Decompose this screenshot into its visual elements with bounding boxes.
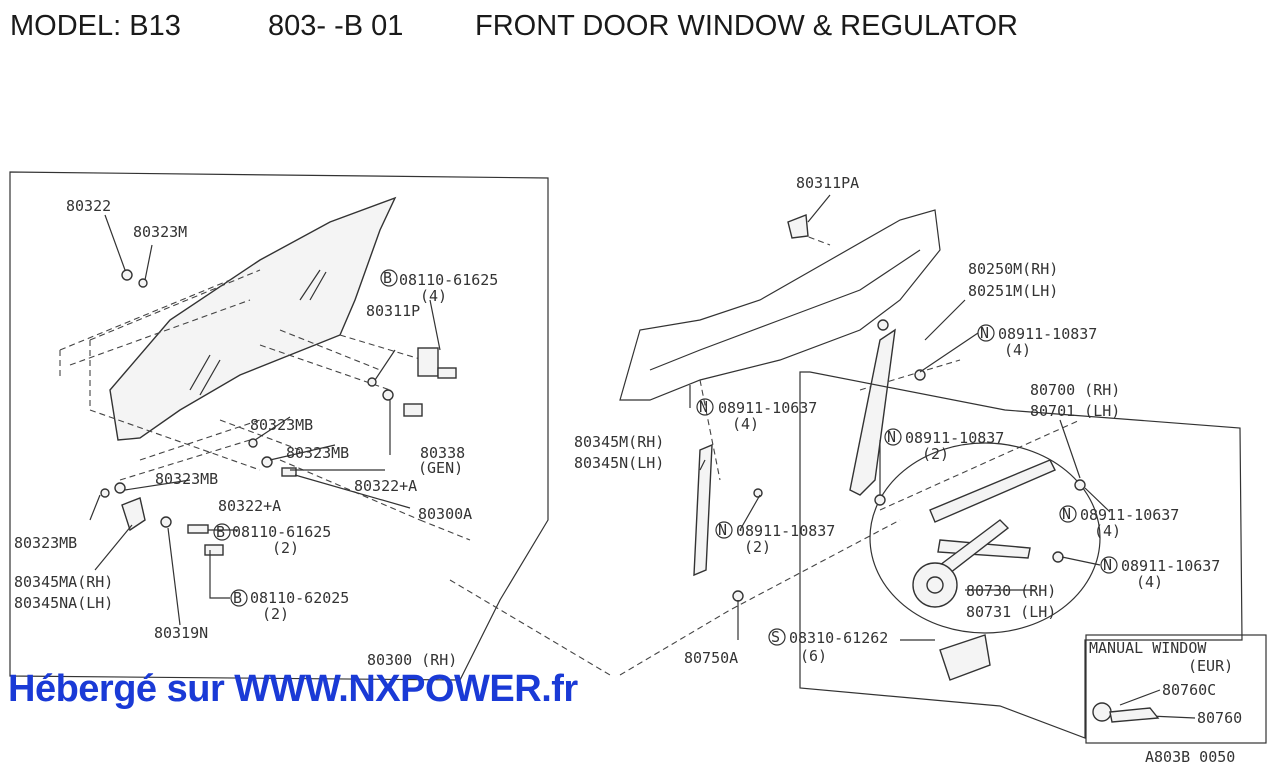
svg-text:80322+A: 80322+A (218, 497, 281, 515)
part-labels: 80322 80323M 08110-61625 (4) 80311P 8032… (14, 174, 1242, 727)
window-crank-handle (1092, 702, 1160, 723)
diagram-title: FRONT DOOR WINDOW & REGULATOR (475, 10, 1018, 42)
label-80701: 80701 (LH) (1030, 402, 1120, 420)
front-channel-80345M (693, 443, 713, 577)
symbol-markers: B B B N N N N N N S (213, 269, 1118, 646)
symbol-n: N (980, 324, 989, 342)
label-80760: 80760 (1197, 709, 1242, 727)
svg-text:N: N (1062, 505, 1071, 523)
svg-text:(4): (4) (1094, 522, 1121, 540)
watermark: Hébergé sur WWW.NXPOWER.fr (8, 668, 578, 710)
hardware-left (100, 269, 457, 556)
manual-window-inset (1085, 634, 1267, 744)
door-sash-inner (649, 249, 921, 371)
svg-text:(2): (2) (262, 605, 289, 623)
svg-text:N: N (699, 398, 708, 416)
svg-text:(4): (4) (1004, 341, 1031, 359)
label-80250M: 80250M(RH) (968, 260, 1058, 278)
svg-text:N: N (1103, 556, 1112, 574)
glass-detail-frame (9, 171, 549, 681)
diagram-header: MODEL: B13 803- -B 01 FRONT DOOR WINDOW … (10, 6, 1270, 50)
svg-text:08911-10637: 08911-10637 (1121, 557, 1220, 575)
label-80345M: 80345M(RH) (574, 433, 664, 451)
label-80300-rh: 80300 (RH) (367, 651, 457, 669)
door-sash (619, 209, 941, 401)
svg-text:(6): (6) (800, 647, 827, 665)
label-80345N: 80345N(LH) (574, 454, 664, 472)
label-08110-61625-top: 08110-61625 (399, 271, 498, 289)
svg-text:(4): (4) (420, 287, 447, 305)
svg-text:80323MB: 80323MB (286, 444, 349, 462)
svg-text:N: N (887, 428, 896, 446)
label-80311P: 80311P (366, 302, 420, 320)
glass-streaks (189, 269, 327, 396)
svg-text:80323MB: 80323MB (14, 534, 77, 552)
label-80760C: 80760C (1162, 681, 1216, 699)
leader-lines-left (89, 214, 441, 626)
label-manual-window: MANUAL WINDOW (1089, 639, 1207, 657)
exploded-lines-left (59, 269, 611, 676)
svg-text:(2): (2) (744, 538, 771, 556)
label-80323M: 80323M (133, 223, 187, 241)
label-80338: 80338 (420, 444, 465, 462)
svg-text:(4): (4) (732, 415, 759, 433)
svg-text:(GEN): (GEN) (418, 459, 463, 477)
symbol-s: S (771, 628, 780, 646)
svg-text:08911-10837: 08911-10837 (998, 325, 1097, 343)
svg-text:08911-10637: 08911-10637 (718, 399, 817, 417)
label-80345MA: 80345MA(RH) (14, 573, 113, 591)
section-code: 803- -B 01 (268, 10, 404, 42)
svg-text:08310-61262: 08310-61262 (789, 629, 888, 647)
svg-text:08110-61625: 08110-61625 (232, 523, 331, 541)
label-80251M: 80251M(LH) (968, 282, 1058, 300)
svg-text:80323MB: 80323MB (155, 470, 218, 488)
regulator-highlight-circle (869, 442, 1101, 634)
label-80323MB: 80323MB (250, 416, 313, 434)
model-label: MODEL: B13 (10, 10, 181, 42)
svg-text:(EUR): (EUR) (1188, 657, 1233, 675)
leader-lines-right (689, 194, 1196, 719)
regulator-outline-box (799, 371, 1243, 739)
label-80311PA: 80311PA (796, 174, 859, 192)
symbol-b: B (383, 269, 392, 287)
label-80300A: 80300A (418, 505, 472, 523)
label-80322: 80322 (66, 197, 111, 215)
svg-text:(2): (2) (922, 445, 949, 463)
svg-text:B: B (233, 589, 242, 607)
guide-rail-80250M (849, 328, 896, 496)
svg-text:08911-10837: 08911-10837 (905, 429, 1004, 447)
label-80750A: 80750A (684, 649, 738, 667)
svg-text:08911-10637: 08911-10637 (1080, 506, 1179, 524)
svg-text:B: B (216, 523, 225, 541)
svg-text:N: N (718, 521, 727, 539)
diagram-reference: A803B 0050 (1145, 748, 1236, 766)
label-80730: 80730 (RH) (966, 582, 1056, 600)
label-80700: 80700 (RH) (1030, 381, 1120, 399)
door-glass (109, 196, 397, 441)
label-80319N: 80319N (154, 624, 208, 642)
svg-text:(2): (2) (272, 539, 299, 557)
label-80345NA: 80345NA(LH) (14, 594, 113, 612)
exploded-lines-right (619, 229, 1081, 676)
label-80322-a: 80322+A (354, 477, 417, 495)
window-regulator (732, 214, 1086, 681)
label-80731: 80731 (LH) (966, 603, 1056, 621)
svg-text:(4): (4) (1136, 573, 1163, 591)
svg-text:08911-10837: 08911-10837 (736, 522, 835, 540)
svg-text:08110-62025: 08110-62025 (250, 589, 349, 607)
